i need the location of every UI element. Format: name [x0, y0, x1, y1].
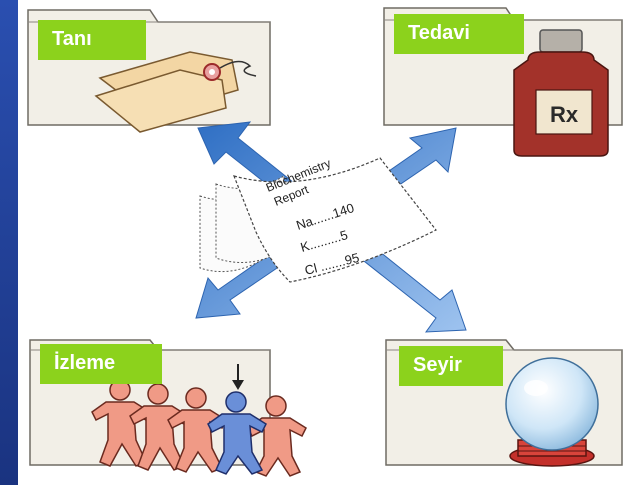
- label-seyir: Seyir: [399, 346, 503, 386]
- rx-label: Rx: [550, 102, 579, 127]
- label-izleme: İzleme: [40, 344, 162, 384]
- slide-left-band: [0, 0, 18, 485]
- crystal-ball-illustration: [505, 357, 599, 467]
- people-row-illustration: [91, 364, 307, 477]
- label-tedavi: Tedavi: [394, 14, 524, 54]
- label-tani: Tanı: [38, 20, 146, 60]
- price-tag-illustration: [94, 51, 257, 133]
- biochemistry-report: Biochemistry Report Na......140 K.......…: [199, 156, 437, 283]
- highlighted-person: [207, 391, 267, 475]
- medicine-bottle-illustration: Rx: [513, 29, 609, 157]
- down-arrow-icon: [232, 364, 244, 390]
